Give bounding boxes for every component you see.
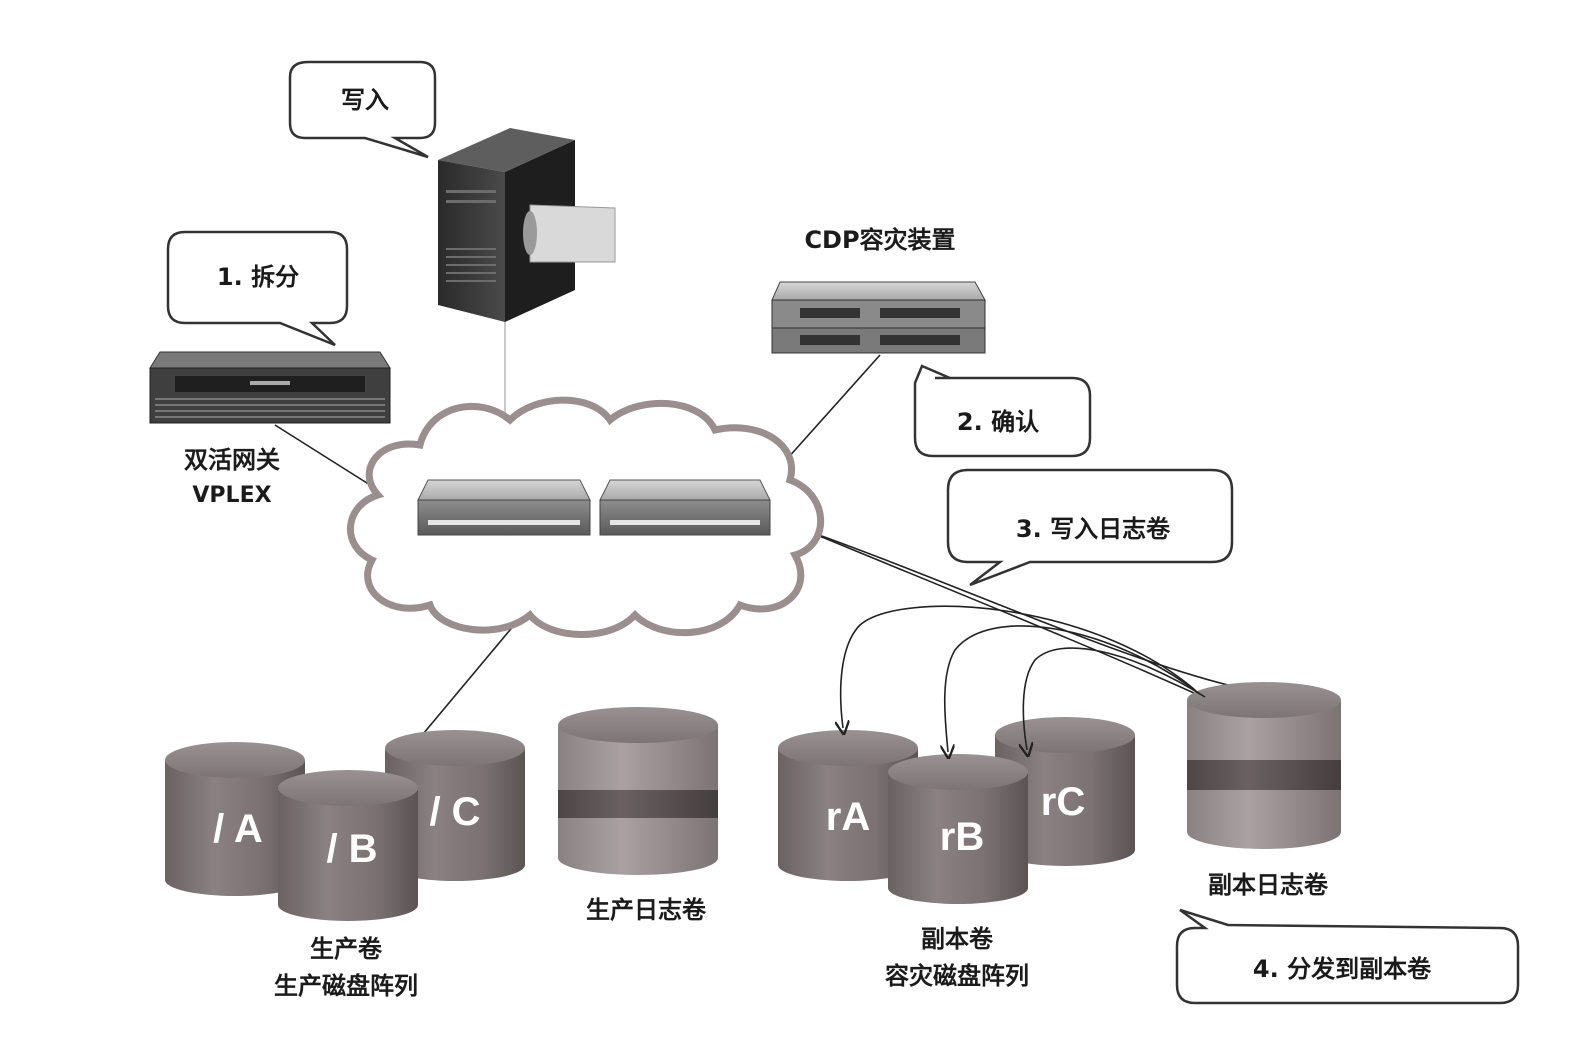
replica-disk-c-label: rC xyxy=(1041,780,1085,824)
cdp-appliance xyxy=(771,281,986,354)
bubble-confirm-text: 2. 确认 xyxy=(957,408,1039,436)
switch-left xyxy=(417,479,591,536)
prod-disk-c: / C xyxy=(385,730,525,881)
vplex-label-line1: 双活网关 xyxy=(184,446,280,474)
bubble-write-journal: 3. 写入日志卷 xyxy=(946,468,1234,587)
prod-journal-caption: 生产日志卷 xyxy=(586,896,707,924)
line-switch-replica-journal-a xyxy=(804,529,1206,699)
replica-journal-caption: 副本日志卷 xyxy=(1208,871,1329,899)
replica-journal-volume xyxy=(1187,682,1341,849)
bubble-split-text: 1. 拆分 xyxy=(217,263,299,291)
connection-lines xyxy=(274,320,1241,741)
replica-caption-line2: 容灾磁盘阵列 xyxy=(885,962,1029,990)
prod-disk-b-label: / B xyxy=(326,827,377,871)
arrow-to-rc xyxy=(1023,647,1206,750)
prod-disk-b: / B xyxy=(278,770,418,921)
replica-disk-b: rB xyxy=(888,754,1028,904)
prod-caption-line1: 生产卷 xyxy=(310,935,383,963)
vplex-gateway xyxy=(149,351,391,424)
prod-disk-c-label: / C xyxy=(429,790,480,834)
switch-right xyxy=(599,479,771,536)
bubble-write-journal-text: 3. 写入日志卷 xyxy=(1016,515,1171,543)
replica-disk-a: rA xyxy=(778,730,918,881)
line-switch-replica-journal-b xyxy=(804,529,1241,689)
replica-disk-b-label: rB xyxy=(940,815,984,859)
replica-caption-line1: 副本卷 xyxy=(921,925,994,953)
prod-disk-a: / A xyxy=(165,742,305,896)
cdp-label: CDP容灾装置 xyxy=(804,226,955,254)
vplex-label-line2: VPLEX xyxy=(192,483,271,508)
arrow-to-ra xyxy=(841,605,1196,728)
bubble-distribute-text: 4. 分发到副本卷 xyxy=(1253,955,1432,983)
bubble-confirm: 2. 确认 xyxy=(913,364,1092,458)
arrow-to-rb xyxy=(945,625,1201,752)
bubble-distribute: 4. 分发到副本卷 xyxy=(1175,908,1520,1005)
distribution-arrows xyxy=(841,605,1206,752)
bubble-split: 1. 拆分 xyxy=(166,230,349,347)
prod-caption-line2: 生产磁盘阵列 xyxy=(274,972,418,1000)
prod-journal-volume xyxy=(558,707,718,875)
line-cloud-prod-array xyxy=(417,617,521,741)
bubble-write-text: 写入 xyxy=(341,86,389,114)
bubble-write: 写入 xyxy=(288,60,437,159)
replica-disk-a-label: rA xyxy=(826,795,870,839)
prod-disk-a-label: / A xyxy=(213,807,263,851)
host-server xyxy=(438,128,616,322)
line-vplex-cloud xyxy=(274,424,379,491)
